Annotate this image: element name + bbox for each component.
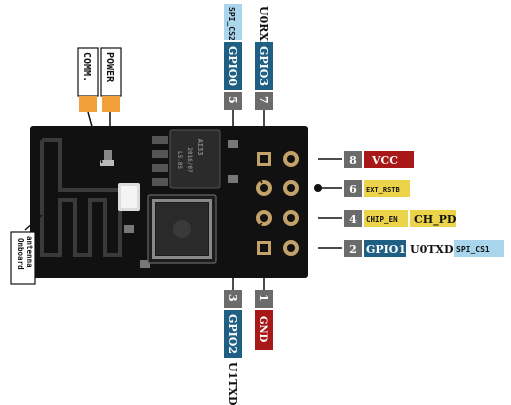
- esp8266-soc: [147, 194, 217, 264]
- pin7-label-stack: U0RXD GPIO3 7: [255, 4, 273, 110]
- leader-lines: [24, 110, 342, 290]
- ext-rstb-dot: [314, 184, 322, 192]
- pin4-number: 4: [349, 213, 357, 226]
- pin2-spi-cs1-label: SPI_CS1: [456, 245, 490, 254]
- led-power-label: POWER: [104, 52, 115, 83]
- pin7-number: 7: [257, 96, 270, 104]
- smd-components: [100, 136, 238, 268]
- pin8-number: 8: [349, 154, 357, 167]
- pin6-label-row: 6 EXT_RSTB: [344, 180, 410, 197]
- led-comm: COMM.: [77, 47, 99, 112]
- pin2-number: 2: [349, 243, 357, 256]
- led-comm-icon: [79, 96, 97, 112]
- pin4-chip-en-label: CHIP_EN: [366, 215, 398, 224]
- pin4-label-row: 4 CHIP_EN CH_PD: [344, 210, 457, 227]
- chip-marking-3: L5.8S: [176, 151, 183, 169]
- led-power-icon: [102, 96, 120, 112]
- pin3-alt-label: U1TXD: [226, 362, 239, 405]
- antenna-trace: [40, 138, 122, 257]
- pin5-label-stack: SPI_CS2 GPIO0 5: [224, 4, 242, 110]
- flash-chip: AI33 2016/07 L5.8S: [169, 129, 221, 189]
- pin6-ext-rstb-label: EXT_RSTB: [366, 186, 400, 194]
- pin2-gpio-label: GPIO1: [366, 243, 406, 256]
- pin2-label-row: 2 GPIO1 U0TXD SPI_CS1: [344, 240, 504, 257]
- led-power: POWER: [100, 47, 122, 112]
- pin5-alt-label: SPI_CS2: [227, 7, 236, 41]
- pin1-gnd-label: GND: [257, 316, 268, 343]
- pin8-vcc-label: VCC: [371, 154, 398, 167]
- pin6-number: 6: [349, 183, 357, 196]
- led-comm-label: COMM.: [81, 52, 92, 82]
- espressif-logo-icon: [173, 220, 191, 238]
- pin2-u0txd-label: U0TXD: [410, 243, 454, 256]
- pin3-label-stack: 3 GPIO2 U1TXD: [224, 290, 242, 405]
- chip-marking-2: 2016/07: [186, 147, 193, 173]
- pin1-label-stack: 1 GND: [255, 290, 273, 350]
- header-pins: [256, 151, 299, 256]
- pin1-number: 1: [257, 294, 270, 302]
- pin3-gpio-label: GPIO2: [226, 314, 239, 354]
- antenna-label-line1: Onboard: [16, 238, 25, 270]
- pin8-label-row: 8 VCC: [344, 151, 414, 168]
- pin3-number: 3: [226, 294, 239, 302]
- antenna-label-line2: antenna: [25, 236, 34, 268]
- pin4-ch-pd-label: CH_PD: [414, 213, 457, 227]
- pin5-gpio-label: GPIO0: [226, 46, 239, 86]
- onboard-antenna-label: Onboard antenna: [10, 231, 36, 285]
- pin7-gpio-label: GPIO3: [257, 46, 270, 86]
- chip-marking-1: AI33: [196, 139, 204, 156]
- pin5-number: 5: [226, 96, 239, 104]
- pin7-alt-label: U0RXD: [257, 6, 270, 51]
